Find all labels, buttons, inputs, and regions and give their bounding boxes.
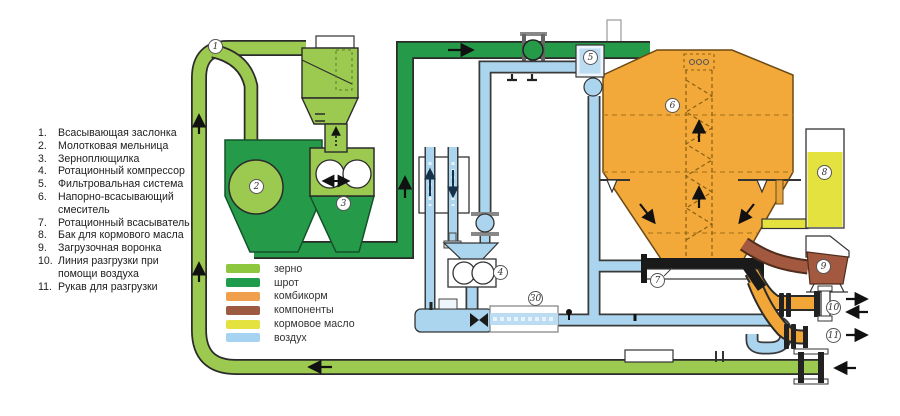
diagram-label-1: 1 [208,39,223,54]
diagram-label-5: 5 [583,50,598,65]
parts-list-item: 1.Всасывающая заслонка [38,127,177,139]
parts-list-item: 4.Ротационный компрессор [38,165,185,178]
flow-arrows-green [191,42,475,375]
parts-list-item: 9.Загрузочная воронка [38,242,162,255]
legend: зерно шрот комбикорм компоненты кормовое… [226,262,355,345]
legend-swatch-air [226,333,260,343]
diagram-label-30: 30 [528,291,543,306]
legend-item-components: компоненты [226,303,355,317]
diagram-label-6: 6 [665,98,680,113]
parts-list-item: 10.Линия разгрузки при помощи воздуха [38,254,159,280]
air-manifold [414,298,494,333]
parts-list-item: 6.Напорно-всасывающий смеситель [38,190,174,216]
legend-item-air: воздух [226,331,355,345]
hammer-mill [224,139,323,253]
pressure-suction-mixer [596,49,801,263]
parts-list-item: 2.Молотковая мельница [38,139,169,152]
roller-crusher [308,147,375,253]
diagram-label-11: 11 [826,328,841,343]
parts-list-item: 7.Ротационный всасыватель [38,216,190,229]
legend-swatch-components [226,305,260,315]
diagram-label-8: 8 [817,165,832,180]
legend-item-compound-feed: комбикорм [226,290,355,304]
grain-line-fittings [624,348,829,385]
diagram-label-7: 7 [650,273,665,288]
diagram-label-9: 9 [816,259,831,274]
diagram-label-3: 3 [336,196,351,211]
filter-vent-stub [606,19,622,45]
rotary-compressor [447,258,497,288]
parts-list-item: 8.Бак для кормового масла [38,229,184,242]
legend-item-grain: зерно [226,262,355,276]
components-pipe [739,237,809,275]
air-pipes [424,60,793,355]
legend-swatch-grain [226,264,260,274]
legend-swatch-compound-feed [226,291,260,301]
silencer [470,305,572,333]
parts-list-item: 11.Рукав для разгрузки [38,280,158,293]
air-rotary-valve [442,212,500,263]
legend-swatch-feed-oil [226,319,260,329]
parts-list: 1.Всасывающая заслонка 2.Молотковая мель… [38,127,192,293]
legend-swatch-meal [226,278,260,288]
diagram-label-4: 4 [493,265,508,280]
discharge-pipes [742,263,833,349]
legend-item-feed-oil: кормовое масло [226,317,355,331]
legend-item-meal: шрот [226,276,355,290]
diagram-label-2: 2 [249,179,264,194]
parts-list-item: 3.Зерноплющилка [38,152,140,165]
cyclone [300,35,360,153]
io-arrows [833,291,869,376]
rotary-suction-device [641,254,764,283]
diagram-label-10: 10 [826,300,841,315]
oil-tank [761,128,845,230]
parts-list-item: 5.Фильтровальная система [38,178,184,191]
